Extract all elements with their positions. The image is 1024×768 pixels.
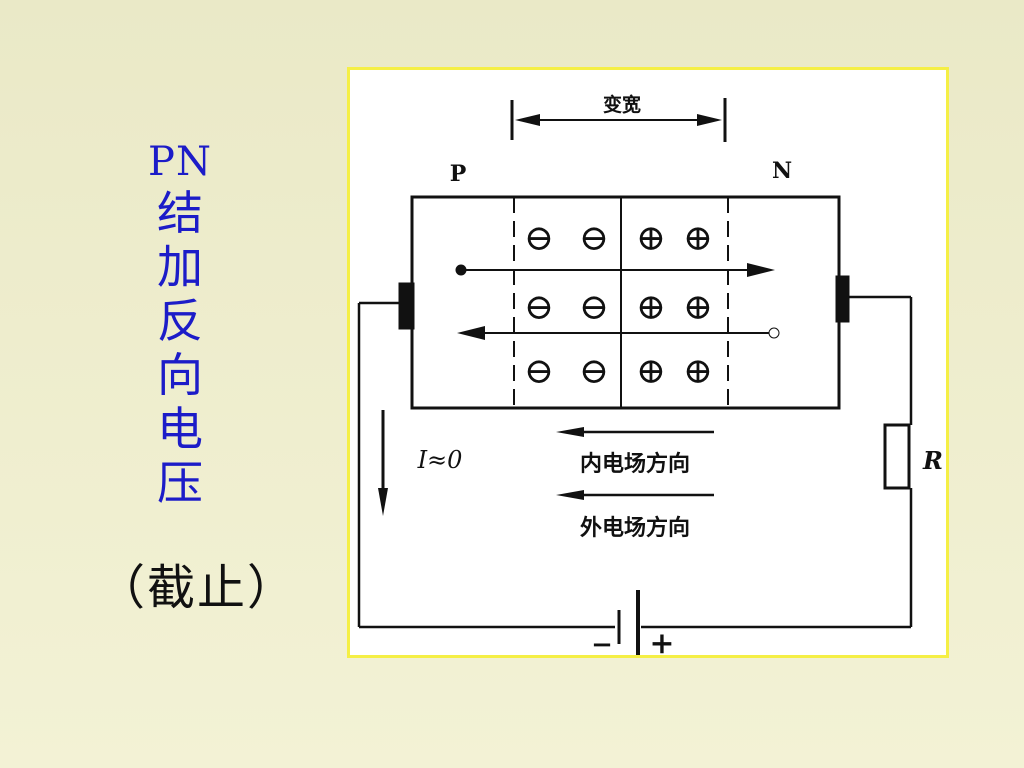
pn-junction-figure: 变宽 P N I≈0 R 内电场方向 外电场方向 − + ⊖ ⊖ ⊕ ⊕ ⊖ ⊖… <box>347 67 949 658</box>
right-electrode <box>835 275 850 323</box>
title-char: 加 <box>157 240 203 294</box>
drift-arrow-head <box>747 263 775 277</box>
positive-ion: ⊕ <box>683 218 713 259</box>
title-char: 反 <box>157 294 203 348</box>
negative-ion: ⊖ <box>524 287 554 328</box>
title-pn: PN <box>148 139 212 185</box>
outer-field-label: 外电场方向 <box>580 515 690 541</box>
title-char: 向 <box>157 348 203 402</box>
battery-minus-label: − <box>591 630 613 655</box>
p-region-label: P <box>450 161 467 187</box>
slide-title: PN 结 加 反 向 电 压 <box>140 138 220 510</box>
positive-ion: ⊕ <box>683 351 713 392</box>
n-region-label: N <box>772 158 792 184</box>
width-arrow-right <box>697 114 722 126</box>
diffusion-arrow-head <box>457 326 485 340</box>
resistor <box>883 423 911 490</box>
title-char: 压 <box>157 456 203 510</box>
negative-ion: ⊖ <box>579 351 609 392</box>
positive-ion: ⊕ <box>636 351 666 392</box>
pn-block <box>410 195 841 410</box>
inner-field-label: 内电场方向 <box>580 451 690 477</box>
width-arrow-left <box>515 114 540 126</box>
negative-ion: ⊖ <box>579 287 609 328</box>
cutoff-label: （截止） <box>96 560 297 616</box>
title-char: 结 <box>157 186 203 240</box>
positive-ion: ⊕ <box>636 218 666 259</box>
negative-ion: ⊖ <box>579 218 609 259</box>
current-label: I≈0 <box>417 446 463 474</box>
width-label: 变宽 <box>603 93 641 116</box>
positive-ion: ⊕ <box>636 287 666 328</box>
inner-field-arrow-head <box>556 427 584 437</box>
positive-ion: ⊕ <box>683 287 713 328</box>
battery-plus-label: + <box>649 626 674 655</box>
left-electrode <box>398 282 415 330</box>
negative-ion: ⊖ <box>524 218 554 259</box>
current-arrow-head <box>378 488 388 516</box>
outer-field-arrow-head <box>556 490 584 500</box>
negative-ion: ⊖ <box>524 351 554 392</box>
title-char: 电 <box>157 402 203 456</box>
diffusion-arrow-start <box>768 327 780 339</box>
resistor-label: R <box>922 446 943 475</box>
